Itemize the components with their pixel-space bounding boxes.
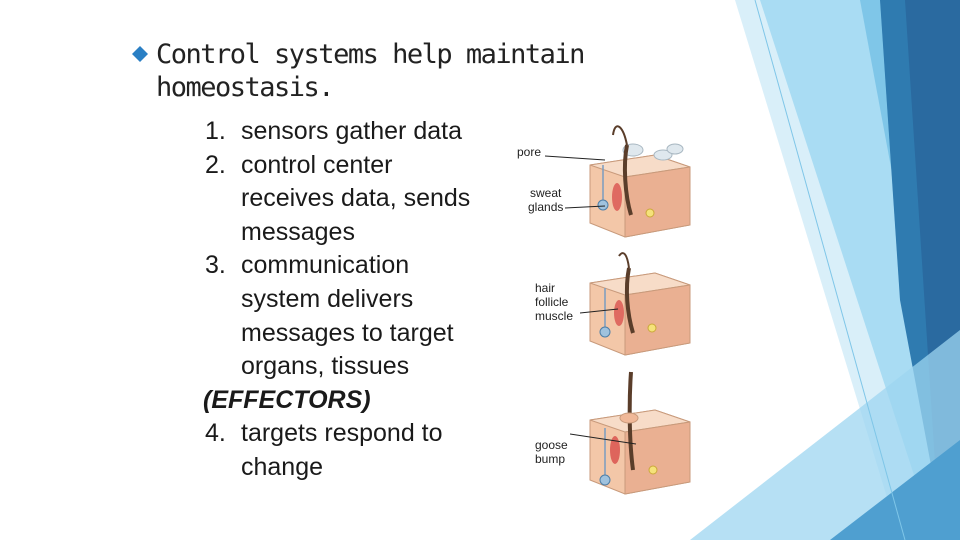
step-line: system delivers [241, 284, 414, 313]
main-bullet-line2: homeostasis. [156, 72, 335, 103]
main-bullet-line1: Control systems help maintain [156, 39, 585, 70]
label-hair-line2: follicle [535, 295, 569, 309]
leader-line-goose-bump [570, 433, 637, 445]
label-hair-line1: hair [535, 281, 556, 295]
step-line: receives data, sends [241, 184, 471, 213]
skin-cross-section-figure-2 [589, 252, 691, 356]
skin-cross-section-figure-3 [589, 371, 691, 495]
step-number: 4. [205, 419, 226, 448]
label-sweat-glands: sweat glands [528, 186, 563, 214]
step-number: 2. [205, 150, 226, 179]
skin-cross-section-figure-1 [589, 125, 691, 238]
step-item-2: 2. control center receives data, sends m… [205, 149, 525, 250]
steps-list: 1. sensors gather data 2. control center… [203, 115, 525, 485]
main-bullet: Control systems help maintain homeostasi… [132, 38, 602, 104]
leader-line-hair-follicle [580, 308, 619, 314]
step-item-effectors: (EFFECTORS) [203, 384, 525, 418]
step-number: 1. [205, 117, 226, 145]
step-line: control center [241, 150, 393, 179]
label-sweat-line2: glands [528, 200, 564, 214]
panel-bottom-light [690, 330, 960, 540]
step-item-4: 4. targets respond to change [205, 417, 525, 484]
label-goose-line1: goose [535, 438, 568, 452]
label-hair-line3: muscle [535, 309, 574, 323]
label-pore: pore [517, 145, 542, 159]
label-goose-bump: goose bump [535, 438, 568, 466]
step-number: 3. [205, 251, 226, 280]
step-line: targets respond to [241, 419, 443, 448]
leader-line-sweat-glands [565, 205, 606, 209]
effectors-label: (EFFECTORS) [203, 385, 371, 414]
step-line: communication [241, 251, 410, 280]
step-line: organs, tissues [241, 352, 410, 381]
step-line: messages to target [241, 318, 454, 347]
step-item-1: 1. sensors gather data [205, 115, 525, 149]
label-sweat-line1: sweat [530, 186, 562, 200]
leader-line-pore [545, 155, 606, 161]
step-line: change [241, 452, 324, 481]
panel-thin-line [754, 0, 906, 540]
label-hair-follicle-muscle: hair follicle muscle [535, 281, 573, 323]
step-item-3: 3. communication system delivers message… [205, 249, 525, 383]
step-line: messages [241, 217, 355, 246]
label-goose-line2: bump [535, 452, 566, 466]
step-line: sensors gather data [241, 117, 462, 145]
diamond-bullet-icon [132, 46, 148, 62]
panel-bottom-mid [830, 440, 960, 540]
